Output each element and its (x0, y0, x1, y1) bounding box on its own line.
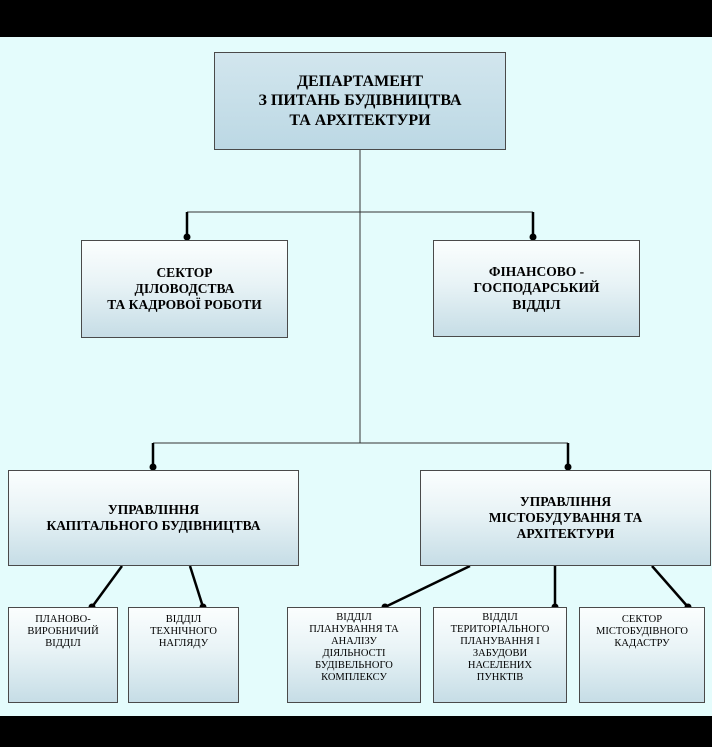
box-capital-construction-management: УПРАВЛІННЯ КАПІТАЛЬНОГО БУДІВНИЦТВА (8, 470, 299, 566)
department-head-label: ДЕПАРТАМЕНТ З ПИТАНЬ БУДІВНИЦТВА ТА АРХІ… (258, 73, 462, 129)
box-technical-supervision-dept: ВІДДІЛ ТЕХНІЧНОГО НАГЛЯДУ (128, 607, 239, 703)
territorial-planning-label: ВІДДІЛ ТЕРИТОРІАЛЬНОГО ПЛАНУВАННЯ І ЗАБУ… (450, 612, 550, 684)
box-planning-production-dept: ПЛАНОВО- ВИРОБНИЧИЙ ВІДДІЛ (8, 607, 118, 703)
capital-construction-label: УПРАВЛІННЯ КАПІТАЛЬНОГО БУДІВНИЦТВА (46, 501, 261, 533)
box-territorial-planning-dept: ВІДДІЛ ТЕРИТОРІАЛЬНОГО ПЛАНУВАННЯ І ЗАБУ… (433, 607, 567, 703)
finance-department-label: ФІНАНСОВО - ГОСПОДАРСЬКИЙ ВІДДІЛ (473, 264, 600, 312)
cadastre-sector-label: СЕКТОР МІСТОБУДІВНОГО КАДАСТРУ (596, 614, 688, 650)
diagram-canvas (0, 37, 712, 716)
technical-supervision-label: ВІДДІЛ ТЕХНІЧНОГО НАГЛЯДУ (150, 614, 217, 650)
planning-production-label: ПЛАНОВО- ВИРОБНИЧИЙ ВІДДІЛ (27, 614, 99, 650)
box-finance-department: ФІНАНСОВО - ГОСПОДАРСЬКИЙ ВІДДІЛ (433, 240, 640, 337)
box-analysis-dept: ВІДДІЛ ПЛАНУВАННЯ ТА АНАЛІЗУ ДІЯЛЬНОСТІ … (287, 607, 421, 703)
box-department-head: ДЕПАРТАМЕНТ З ПИТАНЬ БУДІВНИЦТВА ТА АРХІ… (214, 52, 506, 150)
box-cadastre-sector: СЕКТОР МІСТОБУДІВНОГО КАДАСТРУ (579, 607, 705, 703)
box-urban-planning-management: УПРАВЛІННЯ МІСТОБУДУВАННЯ ТА АРХІТЕКТУРИ (420, 470, 711, 566)
sector-records-label: СЕКТОР ДІЛОВОДСТВА ТА КАДРОВОЇ РОБОТИ (107, 264, 262, 313)
urban-planning-label: УПРАВЛІННЯ МІСТОБУДУВАННЯ ТА АРХІТЕКТУРИ (488, 493, 643, 542)
box-sector-records: СЕКТОР ДІЛОВОДСТВА ТА КАДРОВОЇ РОБОТИ (81, 240, 288, 338)
analysis-dept-label: ВІДДІЛ ПЛАНУВАННЯ ТА АНАЛІЗУ ДІЯЛЬНОСТІ … (309, 612, 399, 684)
